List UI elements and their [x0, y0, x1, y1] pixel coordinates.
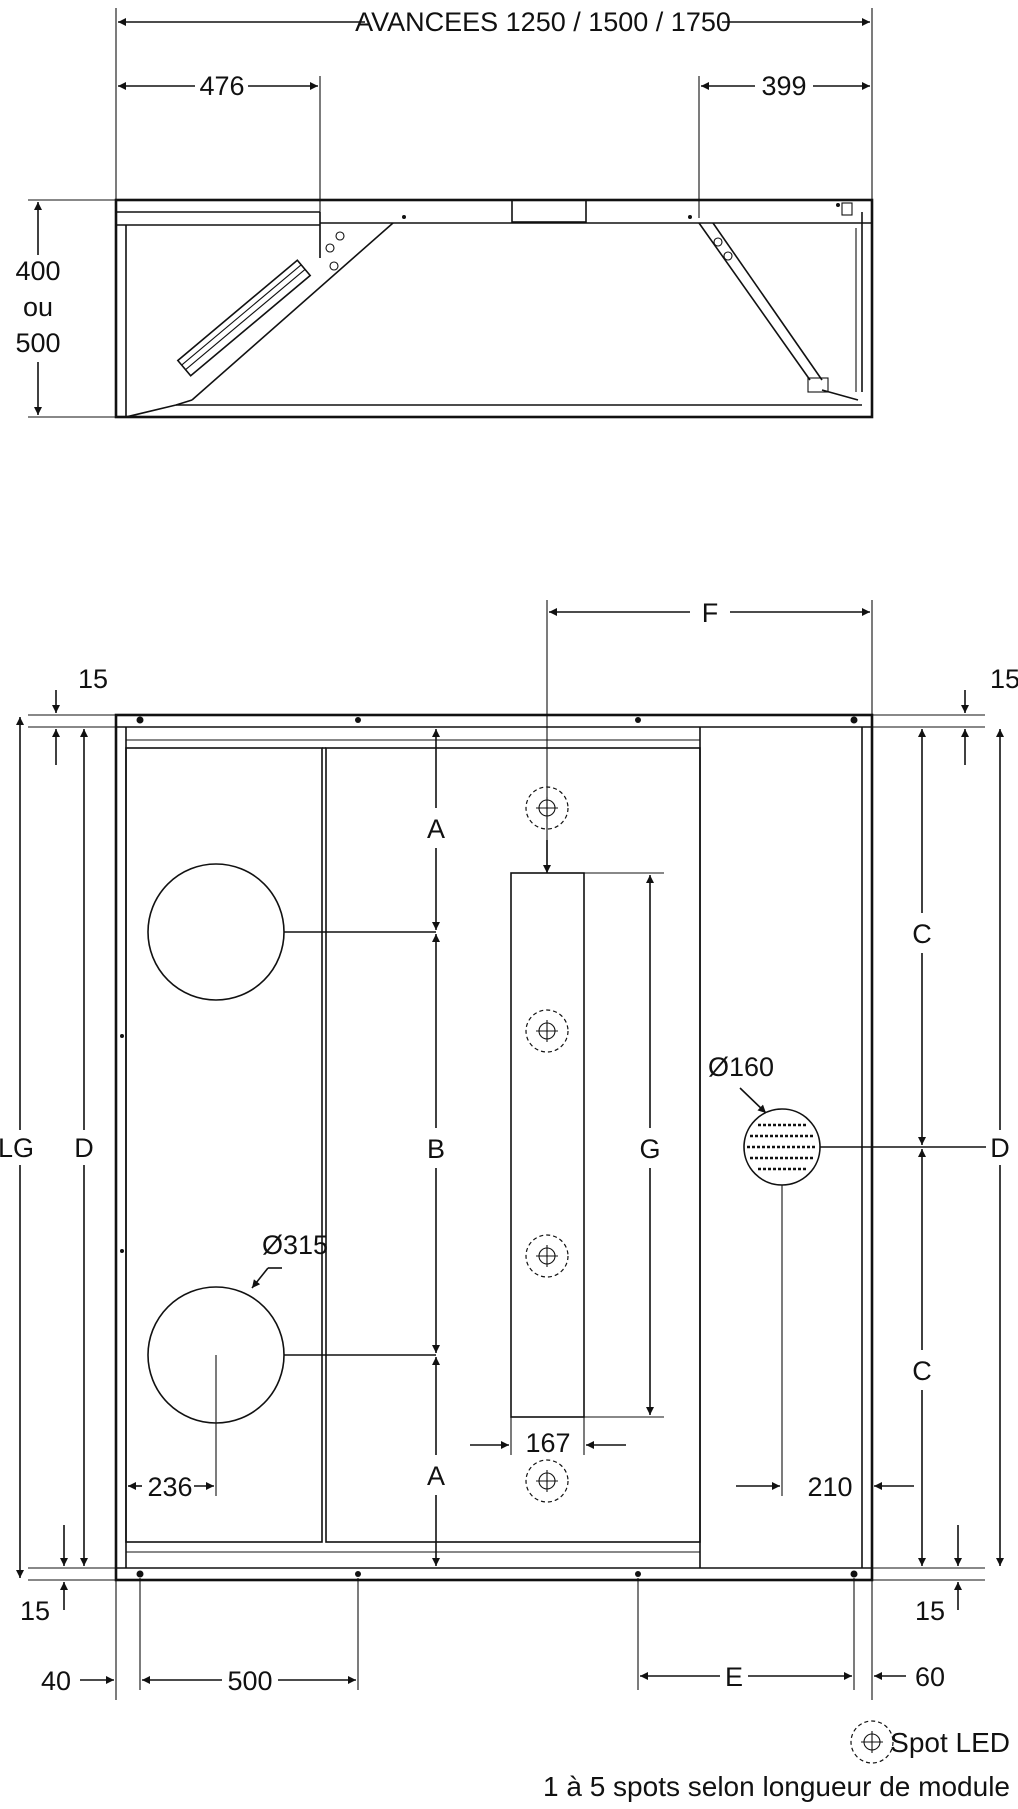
- dim-210: 210: [807, 1472, 852, 1502]
- grease-filter: [176, 259, 312, 377]
- led-spot: [525, 1459, 569, 1503]
- dim-60: 60: [915, 1662, 945, 1692]
- legend-note: 1 à 5 spots selon longueur de module: [543, 1771, 1010, 1802]
- led-spot: [525, 1009, 569, 1053]
- dia-160-label: Ø160: [708, 1052, 774, 1082]
- dim-LG: LG: [0, 1133, 34, 1163]
- dim-236: 236: [147, 1472, 192, 1502]
- height-ou: ou: [23, 292, 53, 322]
- depth-dimension-label: AVANCEES 1250 / 1500 / 1750: [355, 7, 731, 37]
- light-bar: [510, 872, 585, 1418]
- legend: Spot LED 1 à 5 spots selon longueur de m…: [543, 1720, 1010, 1802]
- dim-40: 40: [41, 1666, 71, 1696]
- dim-A-top: A: [427, 814, 445, 844]
- dim-A-bottom: A: [427, 1461, 445, 1491]
- led-spot-legend-icon: [850, 1720, 894, 1764]
- side-view: AVANCEES 1250 / 1500 / 1750 476 399 400 …: [15, 7, 874, 419]
- dim-15-top-left: 15: [78, 664, 108, 694]
- dim-476: 476: [199, 71, 244, 101]
- height-400: 400: [15, 256, 60, 286]
- dim-15-bottom-right: 15: [915, 1596, 945, 1626]
- led-spot: [525, 1234, 569, 1278]
- top-collar: [511, 199, 587, 223]
- dim-F: F: [702, 598, 719, 628]
- hood-side-outline: [114, 198, 874, 419]
- vent-grille: [743, 1108, 821, 1186]
- dim-C-bottom: C: [912, 1356, 932, 1386]
- dia-315-label: Ø315: [262, 1230, 328, 1260]
- dim-399: 399: [761, 71, 806, 101]
- dim-15-top-right: 15: [990, 664, 1018, 694]
- dim-D-left: D: [74, 1133, 94, 1163]
- height-500: 500: [15, 328, 60, 358]
- dim-15-bottom-left: 15: [20, 1596, 50, 1626]
- dim-500: 500: [227, 1666, 272, 1696]
- legend-spot-label: Spot LED: [890, 1727, 1010, 1758]
- plan-view: F 15 15 LG D D A B A: [0, 598, 1018, 1700]
- dim-B: B: [427, 1134, 445, 1164]
- dim-G: G: [639, 1134, 660, 1164]
- dim-167: 167: [525, 1428, 570, 1458]
- dim-E: E: [725, 1662, 743, 1692]
- dim-D-right: D: [990, 1133, 1010, 1163]
- duct-outlet-top: [147, 863, 285, 1001]
- dim-C-top: C: [912, 919, 932, 949]
